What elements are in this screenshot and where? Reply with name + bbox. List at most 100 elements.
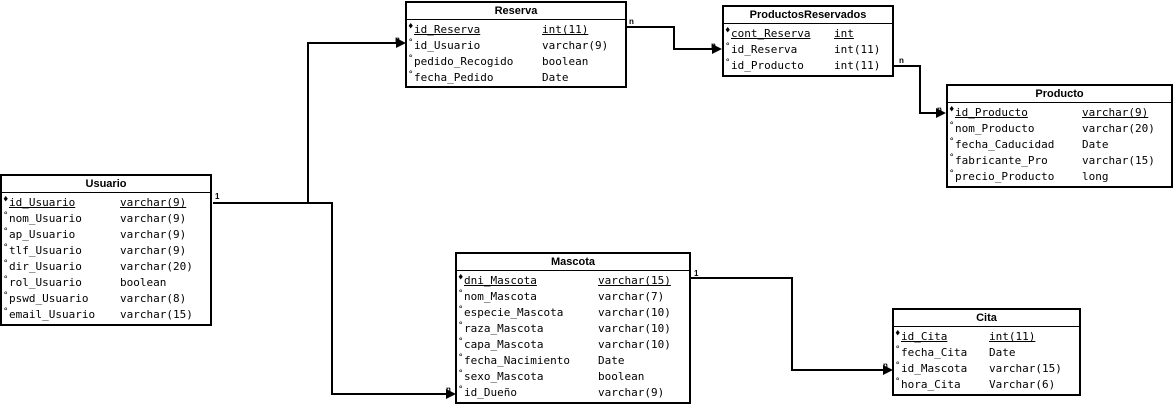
attribute-name: cont_Reserva <box>731 27 811 40</box>
attribute-type: boolean <box>598 370 645 383</box>
attribute-dot-icon: ° <box>458 305 464 315</box>
attribute-dot-icon: ° <box>458 385 464 395</box>
attribute-name: capa_Mascota <box>464 338 544 351</box>
attribute-name: email_Usuario <box>9 308 96 321</box>
attribute-type: boolean <box>542 55 589 68</box>
attribute-dot-icon: ° <box>458 353 464 363</box>
attribute-dot-icon: ° <box>458 321 464 331</box>
attribute-type: varchar(15) <box>989 362 1062 375</box>
entity-title: ProductosReservados <box>724 7 892 24</box>
attribute-name: id_Producto <box>731 59 804 72</box>
attribute-type: boolean <box>120 276 167 289</box>
attribute-name: hora_Cita <box>901 378 961 391</box>
attribute-type: varchar(9) <box>120 244 187 257</box>
attribute-type: int(11) <box>989 330 1036 343</box>
cardinality-usuario: 1 <box>215 192 220 201</box>
cardinality-productosreservados-out: n <box>899 56 904 65</box>
attribute-name: pedido_Recogido <box>414 55 514 68</box>
entity-title: Reserva <box>407 3 625 20</box>
attribute-name: dir_Usuario <box>9 260 82 273</box>
attribute-dot-icon: ° <box>408 70 414 80</box>
attribute-dot-icon: ° <box>895 345 901 355</box>
attribute-name: rol_Usuario <box>9 276 82 289</box>
attribute-type: varchar(9) <box>120 212 187 225</box>
attribute-type: varchar(9) <box>1082 106 1149 119</box>
cardinality-productosreservados-in: n <box>711 41 716 50</box>
attribute-dot-icon: ° <box>949 169 955 179</box>
attribute-dot-icon: ° <box>408 38 414 48</box>
attribute-type: varchar(9) <box>598 386 665 399</box>
attribute-dot-icon: ° <box>458 337 464 347</box>
arrowhead-cita <box>883 365 893 375</box>
attribute-type: varchar(20) <box>1082 122 1155 135</box>
attribute-dot-icon: ° <box>3 259 9 269</box>
attribute-name: pswd_Usuario <box>9 292 89 305</box>
attribute-name: fecha_Nacimiento <box>464 354 570 367</box>
entity-title: Producto <box>948 86 1171 103</box>
attribute-type: varchar(15) <box>598 274 671 287</box>
attribute-dot-icon: ° <box>895 377 901 387</box>
attribute-row: °capa_Mascota varchar(10) <box>457 337 689 353</box>
attribute-type: varchar(9) <box>542 39 609 52</box>
cardinality-cita: n <box>883 361 888 370</box>
attribute-type: Date <box>598 354 625 367</box>
cardinality-reserva: n <box>395 35 400 44</box>
attribute-name: fabricante_Pro <box>955 154 1048 167</box>
attribute-type: varchar(9) <box>120 196 187 209</box>
attribute-type: varchar(9) <box>120 228 187 241</box>
attribute-name: dni_Mascota <box>464 274 537 287</box>
attribute-name: raza_Mascota <box>464 322 544 335</box>
attribute-dot-icon: ° <box>3 227 9 237</box>
line-reserva-productosreservados <box>627 26 716 50</box>
entity-title: Usuario <box>2 176 210 193</box>
attribute-type: int <box>834 27 854 40</box>
cardinality-producto: n <box>937 105 942 114</box>
attribute-dot-icon: ° <box>3 307 9 317</box>
attribute-type: varchar(10) <box>598 322 671 335</box>
cardinality-mascota: n <box>446 385 451 394</box>
primary-key-icon: ♦ <box>408 22 414 32</box>
attribute-name: nom_Producto <box>955 122 1035 135</box>
attribute-name: id_Usuario <box>9 196 76 209</box>
line-productosreservados-producto <box>894 65 940 114</box>
attribute-name: precio_Producto <box>955 170 1055 183</box>
cardinality-reserva-out: n <box>629 17 634 26</box>
line-mascota-cita <box>690 277 887 371</box>
attribute-type: varchar(10) <box>598 338 671 351</box>
attribute-name: id_Dueño <box>464 386 517 399</box>
primary-key-icon: ♦ <box>895 329 901 339</box>
attribute-name: nom_Mascota <box>464 290 537 303</box>
arrowhead-mascota <box>446 389 456 399</box>
attribute-type: varchar(7) <box>598 290 665 303</box>
primary-key-icon: ♦ <box>949 105 955 115</box>
attribute-type: varchar(15) <box>1082 154 1155 167</box>
attribute-dot-icon: ° <box>3 211 9 221</box>
attribute-type: Date <box>1082 138 1109 151</box>
attribute-type: varchar(8) <box>120 292 187 305</box>
line-usuario-mascota <box>308 202 450 395</box>
attribute-row: °id_Dueño varchar(9) <box>457 385 689 401</box>
